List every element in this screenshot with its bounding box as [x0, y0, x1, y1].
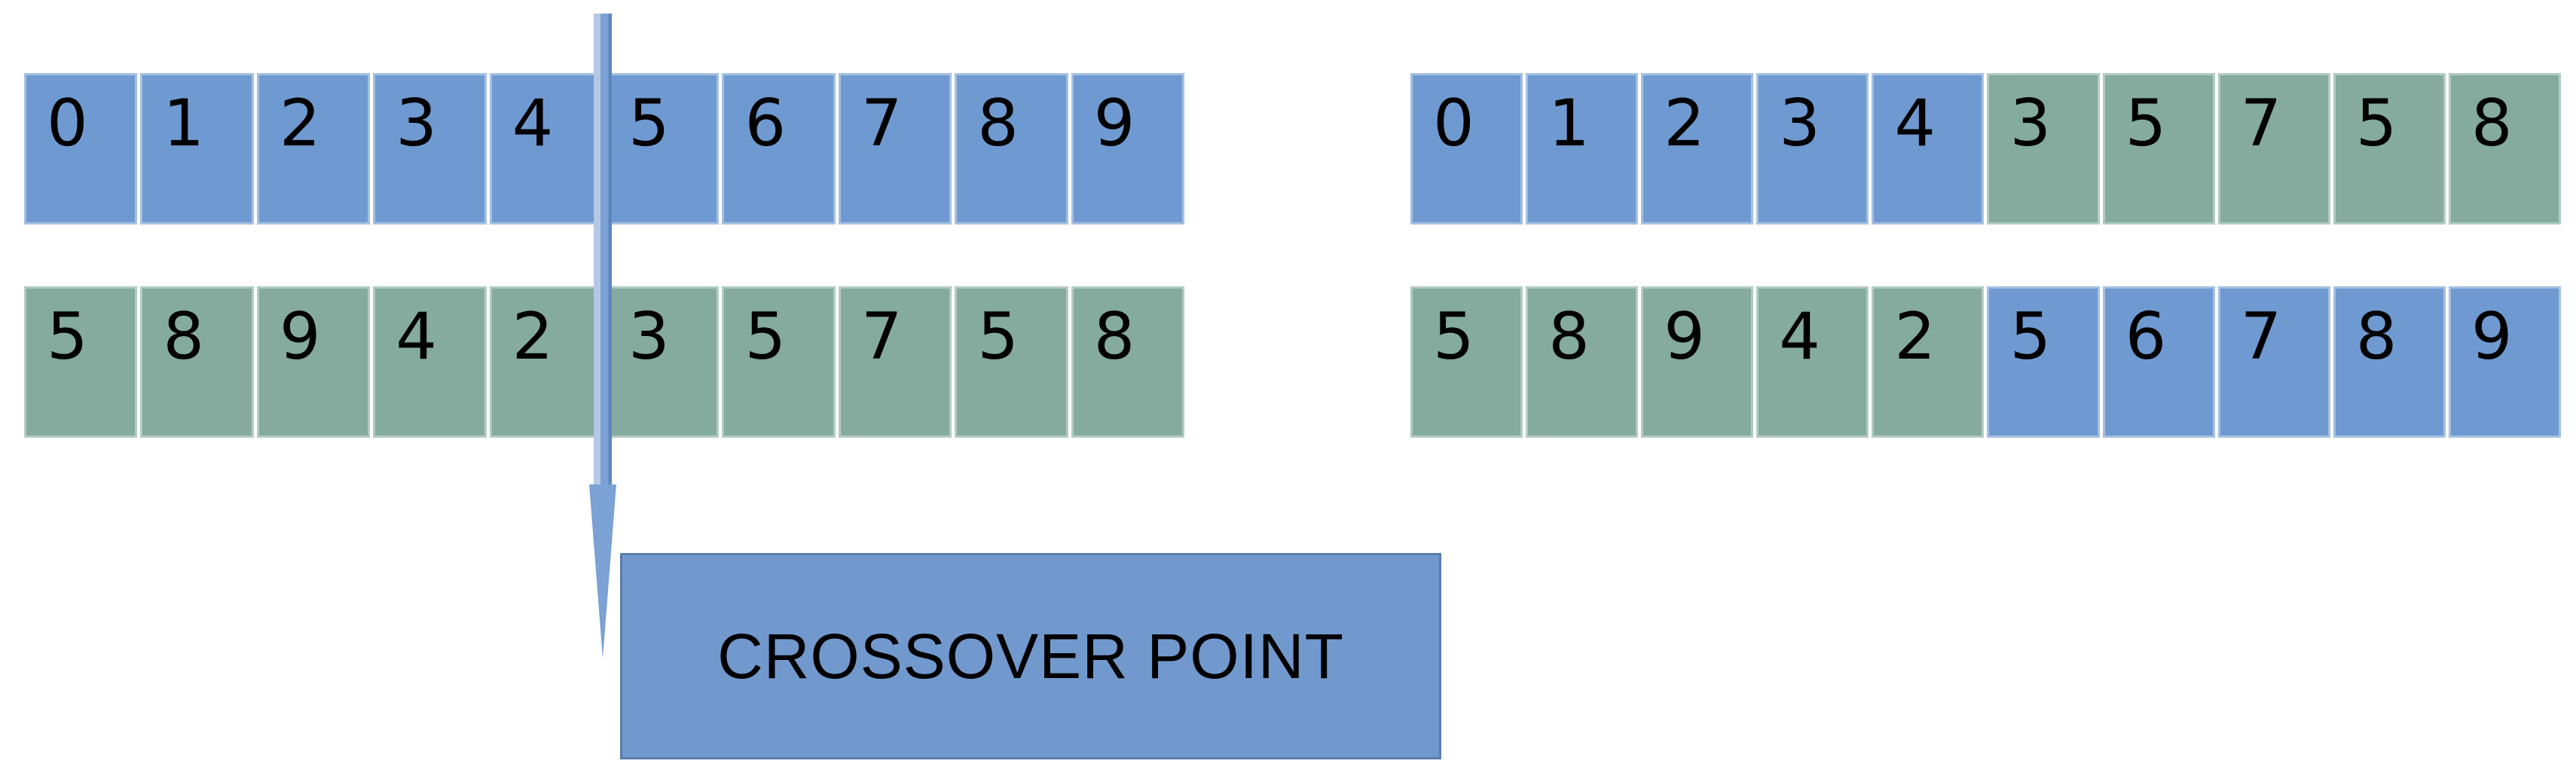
gene-cell: 2 [256, 73, 371, 225]
gene-cell: 7 [838, 73, 952, 225]
offspring2-chromosome-row: 5 8 9 4 2 5 6 7 8 9 [1410, 286, 2561, 438]
gene-cell: 8 [955, 73, 1068, 225]
gene-cell: 4 [489, 73, 604, 225]
crossover-point-label-box: CROSSOVER POINT [620, 553, 1441, 759]
gene-cell: 5 [955, 286, 1068, 438]
gene-cell: 4 [1872, 73, 1985, 225]
arrow-down-icon [589, 484, 616, 658]
gene-cell: 8 [140, 286, 254, 438]
gene-cell: 5 [1410, 286, 1523, 438]
gene-cell: 3 [606, 286, 720, 438]
gene-cell: 3 [1756, 73, 1869, 225]
offspring1-chromosome-row: 0 1 2 3 4 3 5 7 5 8 [1410, 73, 2561, 225]
gene-cell: 5 [722, 286, 836, 438]
gene-cell: 2 [1641, 73, 1754, 225]
gene-cell: 8 [2333, 286, 2446, 438]
gene-cell: 5 [2102, 73, 2215, 225]
gene-cell: 7 [838, 286, 952, 438]
gene-cell: 0 [24, 73, 138, 225]
gene-cell: 0 [1410, 73, 1523, 225]
gene-cell: 7 [2217, 73, 2330, 225]
gene-cell: 4 [373, 286, 487, 438]
gene-cell: 9 [1641, 286, 1754, 438]
gene-cell: 3 [373, 73, 487, 225]
gene-cell: 8 [1071, 286, 1185, 438]
gene-cell: 5 [2333, 73, 2446, 225]
gene-cell: 6 [722, 73, 836, 225]
gene-cell: 9 [1071, 73, 1185, 225]
crossover-point-label: CROSSOVER POINT [717, 620, 1344, 692]
arrow-shaft [594, 14, 612, 485]
gene-cell: 5 [606, 73, 720, 225]
parent1-chromosome-row: 0 1 2 3 4 5 6 7 8 9 [24, 73, 1185, 225]
gene-cell: 4 [1756, 286, 1869, 438]
gene-cell: 6 [2102, 286, 2215, 438]
gene-cell: 2 [489, 286, 604, 438]
gene-cell: 9 [2448, 286, 2561, 438]
gene-cell: 1 [1526, 73, 1639, 225]
gene-cell: 8 [1526, 286, 1639, 438]
gene-cell: 1 [140, 73, 254, 225]
gene-cell: 9 [256, 286, 371, 438]
gene-cell: 5 [24, 286, 138, 438]
parent2-chromosome-row: 5 8 9 4 2 3 5 7 5 8 [24, 286, 1185, 438]
gene-cell: 8 [2448, 73, 2561, 225]
gene-cell: 7 [2217, 286, 2330, 438]
gene-cell: 5 [1987, 286, 2100, 438]
gene-cell: 2 [1872, 286, 1985, 438]
gene-cell: 3 [1987, 73, 2100, 225]
